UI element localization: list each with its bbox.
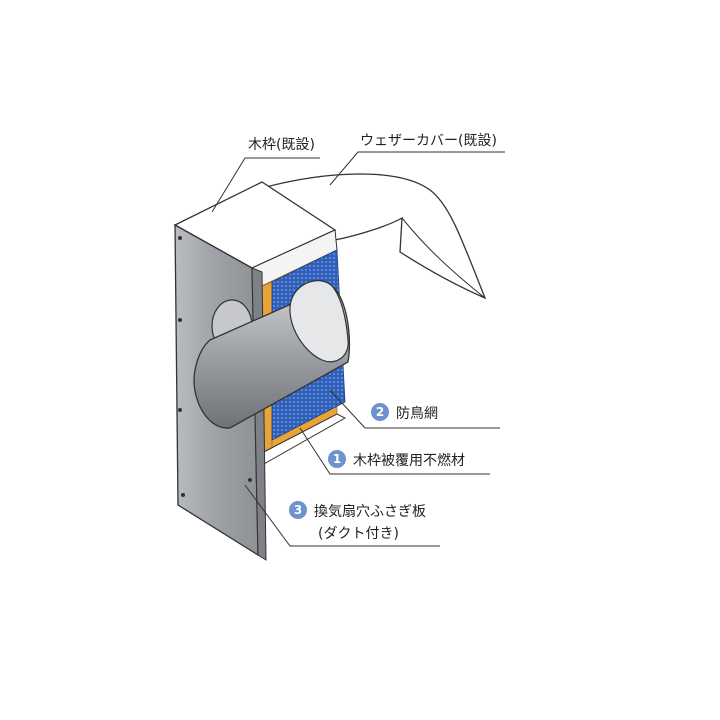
leader-bird-net (329, 389, 500, 429)
weather-cover (260, 173, 487, 300)
screw (178, 236, 182, 240)
badge-fireproof (328, 450, 346, 468)
badge-bird-net (371, 403, 389, 421)
leader-wood-frame (211, 157, 320, 213)
label-bird-net: 防鳥網 (396, 406, 438, 422)
badge-fireproof-number: 1 (333, 452, 341, 466)
weather-cover-inner-edge (401, 217, 486, 299)
screw (178, 318, 182, 322)
leader-plate (244, 484, 440, 547)
leader-weather-cover (329, 151, 505, 186)
badge-plate (289, 501, 307, 519)
badge-plate-number: 3 (294, 503, 302, 517)
label-plate-line2: (ダクト付き) (318, 526, 399, 542)
label-wood-frame: 木枠(既設) (248, 137, 315, 153)
screw (178, 408, 182, 412)
screw (181, 493, 185, 497)
leader-fireproof (299, 427, 490, 475)
label-fireproof: 木枠被覆用不燃材 (353, 452, 465, 469)
screw (248, 478, 252, 482)
label-plate-line1: 換気扇穴ふさぎ板 (314, 504, 426, 520)
duct-mouth (289, 280, 349, 363)
badge-bird-net-number: 2 (376, 405, 384, 419)
label-weather-cover: ウェザーカバー(既設) (360, 133, 497, 149)
